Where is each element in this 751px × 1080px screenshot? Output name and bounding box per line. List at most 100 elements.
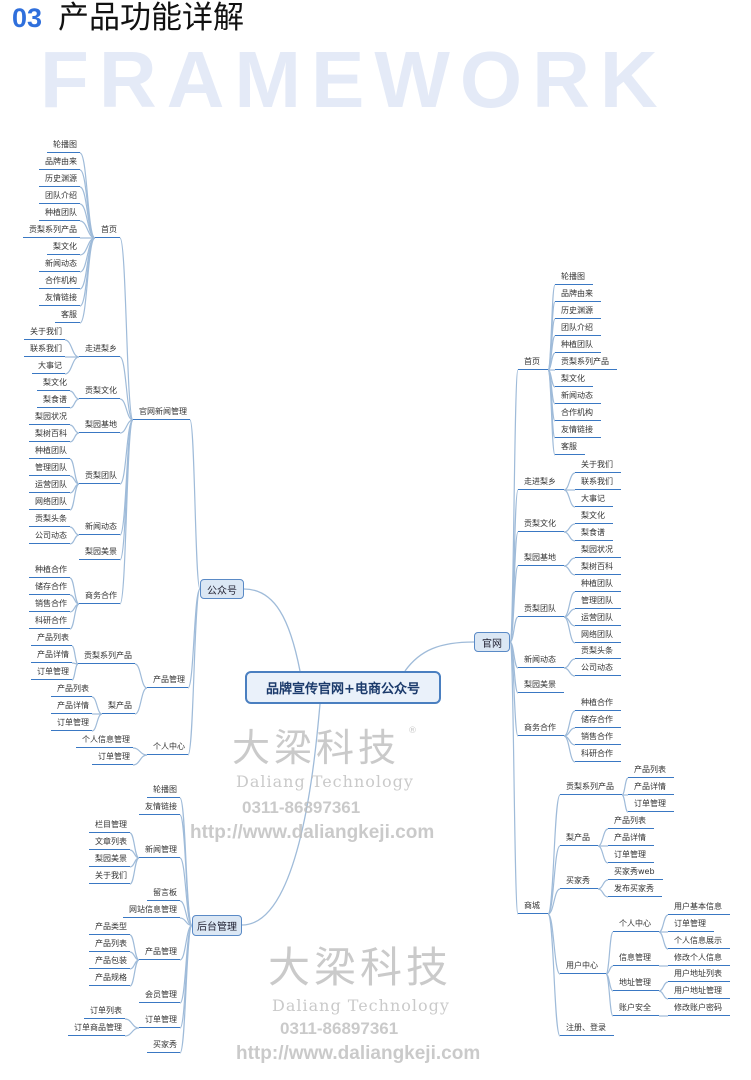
mindmap-node[interactable]: 友情链接 [39, 291, 80, 306]
mindmap-node[interactable]: 梨文化 [37, 376, 70, 391]
mindmap-node[interactable]: 贡梨团队 [79, 469, 120, 484]
mindmap-node[interactable]: 产品管理 [147, 673, 188, 688]
mindmap-node[interactable]: 订单管理 [92, 750, 133, 765]
mindmap-node[interactable]: 贡梨系列产品 [78, 649, 135, 664]
mindmap-node[interactable]: 合作机构 [39, 274, 80, 289]
mindmap-node[interactable]: 产品详情 [31, 648, 72, 663]
mindmap-node[interactable]: 历史渊源 [39, 172, 80, 187]
mindmap-node[interactable]: 梨园美景 [79, 545, 120, 560]
mindmap-node[interactable]: 合作机构 [555, 406, 601, 421]
mindmap-node[interactable]: 梨园状况 [575, 543, 621, 558]
mindmap-node[interactable]: 历史渊源 [555, 304, 601, 319]
mindmap-node[interactable]: 买家秀 [147, 1038, 180, 1053]
mindmap-node[interactable]: 贡梨头条 [29, 512, 70, 527]
mindmap-node[interactable]: 科研合作 [575, 747, 621, 762]
mindmap-node[interactable]: 公司动态 [575, 661, 621, 676]
mindmap-node[interactable]: 买家秀 [560, 874, 598, 889]
mindmap-node[interactable]: 品牌由来 [39, 155, 80, 170]
mindmap-node[interactable]: 个人中心 [147, 740, 188, 755]
mindmap-node[interactable]: 管理团队 [29, 461, 70, 476]
mindmap-node[interactable]: 贡梨文化 [79, 384, 120, 399]
mindmap-node[interactable]: 网络团队 [575, 628, 621, 643]
mindmap-node[interactable]: 官网新闻管理 [133, 405, 190, 420]
mindmap-node[interactable]: 轮播图 [47, 138, 80, 153]
mindmap-node[interactable]: 客服 [55, 308, 80, 323]
mindmap-node[interactable]: 贡梨文化 [518, 517, 564, 532]
mindmap-node[interactable]: 产品详情 [51, 699, 92, 714]
mindmap-node[interactable]: 梨园状况 [29, 410, 70, 425]
mindmap-node[interactable]: 友情链接 [139, 800, 180, 815]
mindmap-node[interactable]: 订单管理 [628, 797, 674, 812]
mindmap-node[interactable]: 贡梨系列产品 [555, 355, 617, 370]
mindmap-node[interactable]: 联系我们 [575, 475, 621, 490]
mindmap-node[interactable]: 梨树百科 [575, 560, 621, 575]
mindmap-node[interactable]: 梨食谱 [575, 526, 613, 541]
mindmap-node[interactable]: 种植合作 [29, 563, 70, 578]
mindmap-node[interactable]: 种植团队 [555, 338, 601, 353]
mindmap-node[interactable]: 种植团队 [29, 444, 70, 459]
mindmap-node[interactable]: 新闻动态 [555, 389, 601, 404]
mindmap-node[interactable]: 走进梨乡 [518, 475, 564, 490]
mindmap-node[interactable]: 注册、登录 [560, 1021, 614, 1036]
mindmap-node[interactable]: 订单列表 [84, 1004, 125, 1019]
mindmap-node[interactable]: 轮播图 [147, 783, 180, 798]
mindmap-node[interactable]: 梨园美景 [518, 678, 564, 693]
mindmap-node[interactable]: 关于我们 [89, 869, 130, 884]
mindmap-node[interactable]: 走进梨乡 [79, 342, 120, 357]
mindmap-node[interactable]: 用户地址列表 [668, 967, 730, 982]
mindmap-node[interactable]: 销售合作 [575, 730, 621, 745]
mindmap-node[interactable]: 大事记 [575, 492, 613, 507]
mindmap-node[interactable]: 产品列表 [31, 631, 72, 646]
mindmap-node[interactable]: 公司动态 [29, 529, 70, 544]
mindmap-node[interactable]: 客服 [555, 440, 585, 455]
mindmap-node[interactable]: 储存合作 [29, 580, 70, 595]
mindmap-node[interactable]: 用户中心 [560, 959, 606, 974]
mindmap-node[interactable]: 梨文化 [575, 509, 613, 524]
mindmap-node[interactable]: 新闻管理 [139, 843, 180, 858]
mindmap-node[interactable]: 发布买家秀 [608, 882, 662, 897]
mindmap-node[interactable]: 友情链接 [555, 423, 601, 438]
mindmap-node[interactable]: 贡梨头条 [575, 644, 621, 659]
mindmap-node[interactable]: 梨产品 [560, 831, 598, 846]
mindmap-node[interactable]: 产品详情 [608, 831, 654, 846]
mindmap-node[interactable]: 产品管理 [139, 945, 180, 960]
mindmap-node[interactable]: 订单管理 [608, 848, 654, 863]
mindmap-node[interactable]: 关于我们 [575, 458, 621, 473]
mindmap-node[interactable]: 产品类型 [89, 920, 130, 935]
mindmap-node[interactable]: 订单商品管理 [68, 1021, 125, 1036]
mindmap-node[interactable]: 品牌由来 [555, 287, 601, 302]
mindmap-node[interactable]: 联系我们 [24, 342, 65, 357]
mindmap-node[interactable]: 梨树百科 [29, 427, 70, 442]
mindmap-node[interactable]: 个人中心 [613, 917, 659, 932]
mindmap-center-node[interactable]: 品牌宣传官网+电商公众号 [245, 671, 441, 704]
mindmap-node[interactable]: 新闻动态 [518, 653, 564, 668]
mindmap-node[interactable]: 梨园美景 [89, 852, 130, 867]
mindmap-node[interactable]: 订单管理 [139, 1013, 180, 1028]
mindmap-node[interactable]: 买家秀web [608, 865, 663, 880]
mindmap-node[interactable]: 贡梨系列产品 [23, 223, 80, 238]
mindmap-node[interactable]: 用户地址管理 [668, 984, 730, 999]
mindmap-node[interactable]: 管理团队 [575, 594, 621, 609]
mindmap-node[interactable]: 商务合作 [79, 589, 120, 604]
mindmap-node[interactable]: 订单管理 [31, 665, 72, 680]
mindmap-node[interactable]: 销售合作 [29, 597, 70, 612]
mindmap-node[interactable]: 梨产品 [102, 699, 135, 714]
branch-gongzhonghao[interactable]: 公众号 [200, 579, 244, 599]
mindmap-node[interactable]: 产品列表 [608, 814, 654, 829]
mindmap-node[interactable]: 用户基本信息 [668, 900, 730, 915]
mindmap-node[interactable]: 修改账户密码 [668, 1001, 730, 1016]
mindmap-node[interactable]: 新闻动态 [39, 257, 80, 272]
mindmap-node[interactable]: 网络团队 [29, 495, 70, 510]
mindmap-node[interactable]: 轮播图 [555, 270, 593, 285]
mindmap-node[interactable]: 产品详情 [628, 780, 674, 795]
mindmap-node[interactable]: 栏目管理 [89, 818, 130, 833]
branch-houtai[interactable]: 后台管理 [192, 915, 242, 936]
mindmap-node[interactable]: 运营团队 [575, 611, 621, 626]
mindmap-node[interactable]: 订单管理 [51, 716, 92, 731]
mindmap-node[interactable]: 关于我们 [24, 325, 65, 340]
mindmap-node[interactable]: 地址管理 [613, 976, 659, 991]
mindmap-node[interactable]: 梨食谱 [37, 393, 70, 408]
mindmap-node[interactable]: 修改个人信息 [668, 951, 730, 966]
mindmap-node[interactable]: 新闻动态 [79, 520, 120, 535]
mindmap-node[interactable]: 商城 [518, 899, 548, 914]
